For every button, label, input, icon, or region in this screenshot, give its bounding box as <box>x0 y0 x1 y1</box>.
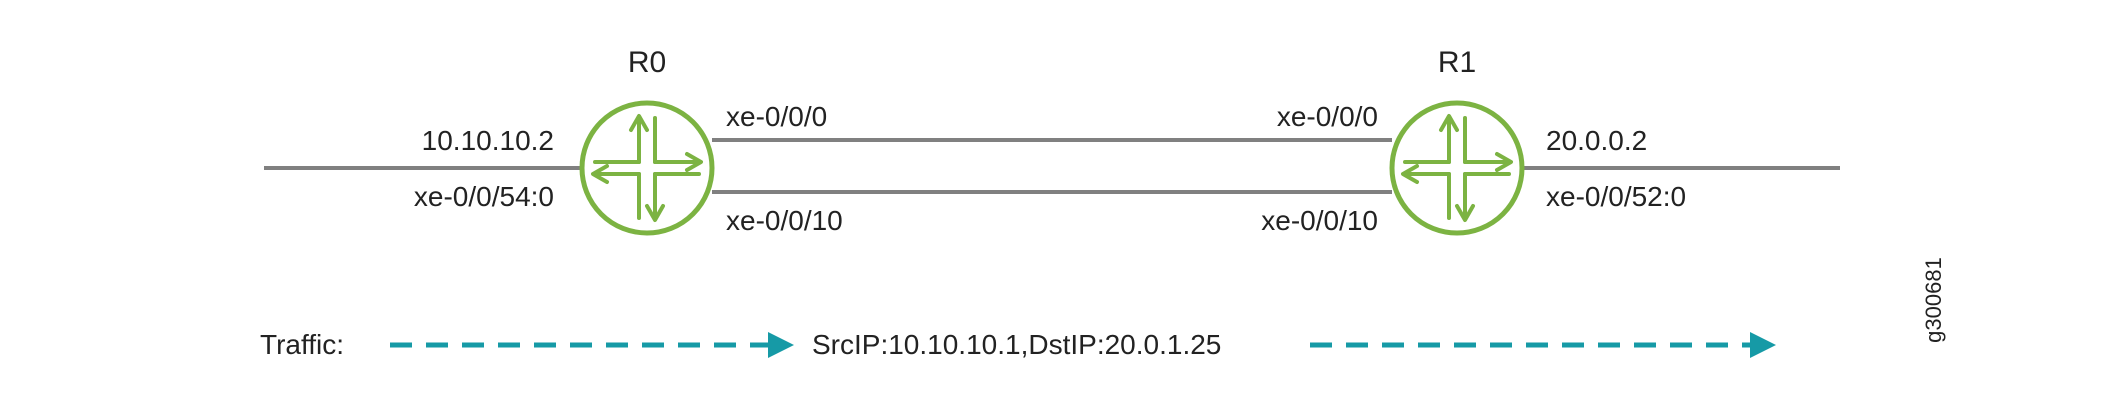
r1-ext-iface-label: xe-0/0/52:0 <box>1546 181 1686 212</box>
r1-bottom-iface-label: xe-0/0/10 <box>1261 205 1378 236</box>
router-r0-name: R0 <box>628 46 666 79</box>
r0-bottom-iface-label: xe-0/0/10 <box>726 205 843 236</box>
router-r1-name: R1 <box>1438 46 1476 79</box>
traffic-arrow-left-head <box>768 332 794 358</box>
r0-ext-iface-label: xe-0/0/54:0 <box>414 181 554 212</box>
traffic-label: Traffic: <box>260 329 344 360</box>
router-r1 <box>1389 100 1525 236</box>
r1-top-iface-label: xe-0/0/0 <box>1277 101 1378 132</box>
r1-ip-label: 20.0.0.2 <box>1546 125 1647 156</box>
router-r0 <box>579 100 715 236</box>
router-icon <box>1401 114 1513 222</box>
figure-id: g300681 <box>1921 257 1946 343</box>
traffic-flow-label: SrcIP:10.10.10.1,DstIP:20.0.1.25 <box>812 329 1221 360</box>
traffic-arrow-right-head <box>1750 332 1776 358</box>
r0-top-iface-label: xe-0/0/0 <box>726 101 827 132</box>
router-icon <box>591 114 703 222</box>
r0-ip-label: 10.10.10.2 <box>422 125 554 156</box>
